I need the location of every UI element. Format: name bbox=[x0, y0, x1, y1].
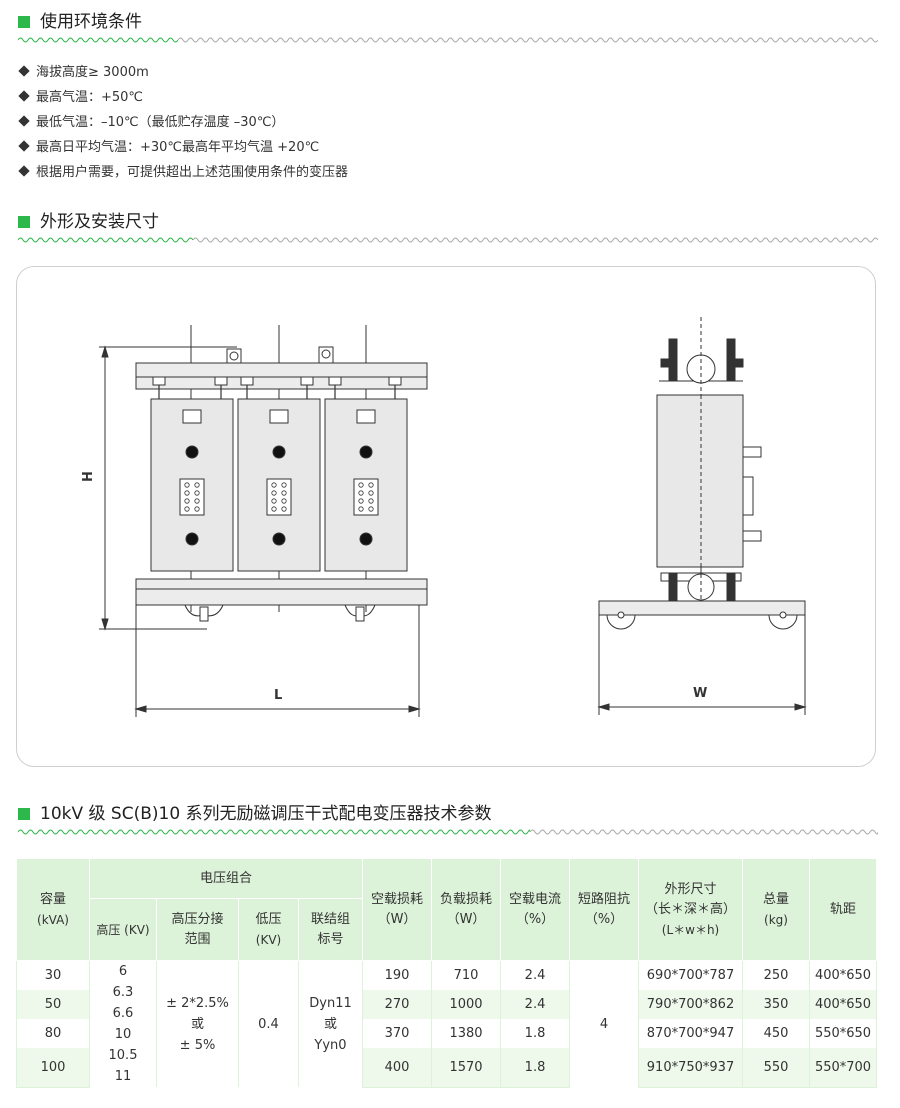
list-item: 最低气温：–10℃（最低贮存温度 –30℃） bbox=[18, 110, 618, 135]
dimension-diagram-box: H L W bbox=[16, 266, 876, 767]
dimension-label-w: W bbox=[693, 686, 708, 701]
diamond-bullet-icon bbox=[18, 140, 30, 152]
impedance-cell: 4 bbox=[569, 960, 640, 1087]
wave-divider bbox=[530, 829, 878, 835]
header-lv: 低压(KV) bbox=[238, 898, 299, 961]
list-item: 最高气温：+50℃ bbox=[18, 85, 618, 110]
wave-divider bbox=[193, 237, 878, 243]
header-vector-group: 联结组标号 bbox=[297, 898, 364, 961]
header-gauge: 轨距 bbox=[809, 858, 878, 961]
wave-divider-green bbox=[18, 237, 193, 243]
wave-divider-green bbox=[18, 37, 178, 43]
table-row: 50 270 1000 2.4 790*700*862 350 400*650 bbox=[16, 989, 878, 1019]
dimension-label-l: L bbox=[274, 688, 283, 703]
diamond-bullet-icon bbox=[18, 165, 30, 177]
spec-table: 容量(kVA) 电压组合 空载损耗（W） 负载损耗（W） 空载电流（%） 短路阻… bbox=[16, 858, 878, 1088]
green-square-icon bbox=[18, 216, 30, 228]
section-header-specs: 10kV 级 SC(B)10 系列无励磁调压干式配电变压器技术参数 bbox=[18, 800, 878, 835]
section-title-dimensions: 外形及安装尺寸 bbox=[40, 212, 159, 232]
header-impedance: 短路阻抗（%） bbox=[569, 858, 640, 961]
section-header-conditions: 使用环境条件 bbox=[18, 8, 878, 43]
dimension-label-h: H bbox=[80, 471, 96, 482]
transformer-drawing bbox=[99, 317, 807, 717]
list-item: 最高日平均气温：+30℃最高年平均气温 +20℃ bbox=[18, 135, 618, 160]
diamond-bullet-icon bbox=[18, 65, 30, 77]
section-header-dimensions: 外形及安装尺寸 bbox=[18, 208, 878, 243]
green-square-icon bbox=[18, 16, 30, 28]
header-tap-range: 高压分接范围 bbox=[156, 898, 239, 961]
header-voltage-group: 电压组合 bbox=[88, 858, 364, 899]
diamond-bullet-icon bbox=[18, 115, 30, 127]
list-item: 根据用户需要，可提供超出上述范围使用条件的变压器 bbox=[18, 160, 618, 185]
lv-cell: 0.4 bbox=[238, 960, 299, 1087]
header-no-load-loss: 空载损耗（W） bbox=[362, 858, 433, 961]
header-load-loss: 负载损耗（W） bbox=[431, 858, 502, 961]
conditions-list: 海拔高度≥ 3000m 最高气温：+50℃ 最低气温：–10℃（最低贮存温度 –… bbox=[18, 60, 618, 185]
header-dimensions: 外形尺寸（长＊深＊高）(L＊w＊h) bbox=[638, 858, 744, 961]
tap-range-cell: ± 2*2.5%或± 5% bbox=[156, 960, 239, 1087]
section-title-specs: 10kV 级 SC(B)10 系列无励磁调压干式配电变压器技术参数 bbox=[40, 804, 492, 824]
list-item: 海拔高度≥ 3000m bbox=[18, 60, 618, 85]
wave-divider bbox=[178, 37, 878, 43]
header-hv: 高压 (KV) bbox=[89, 898, 157, 961]
header-capacity: 容量(kVA) bbox=[16, 858, 90, 961]
wave-divider-green bbox=[18, 829, 530, 835]
green-square-icon bbox=[18, 808, 30, 820]
table-row: 100 400 1570 1.8 910*750*937 550 550*700 bbox=[16, 1047, 878, 1088]
table-row: 80 370 1380 1.8 870*700*947 450 550*650 bbox=[16, 1018, 878, 1048]
header-no-load-current: 空载电流（%） bbox=[500, 858, 571, 961]
section-title-conditions: 使用环境条件 bbox=[40, 12, 142, 32]
header-weight: 总量(kg) bbox=[742, 858, 811, 961]
diamond-bullet-icon bbox=[18, 90, 30, 102]
